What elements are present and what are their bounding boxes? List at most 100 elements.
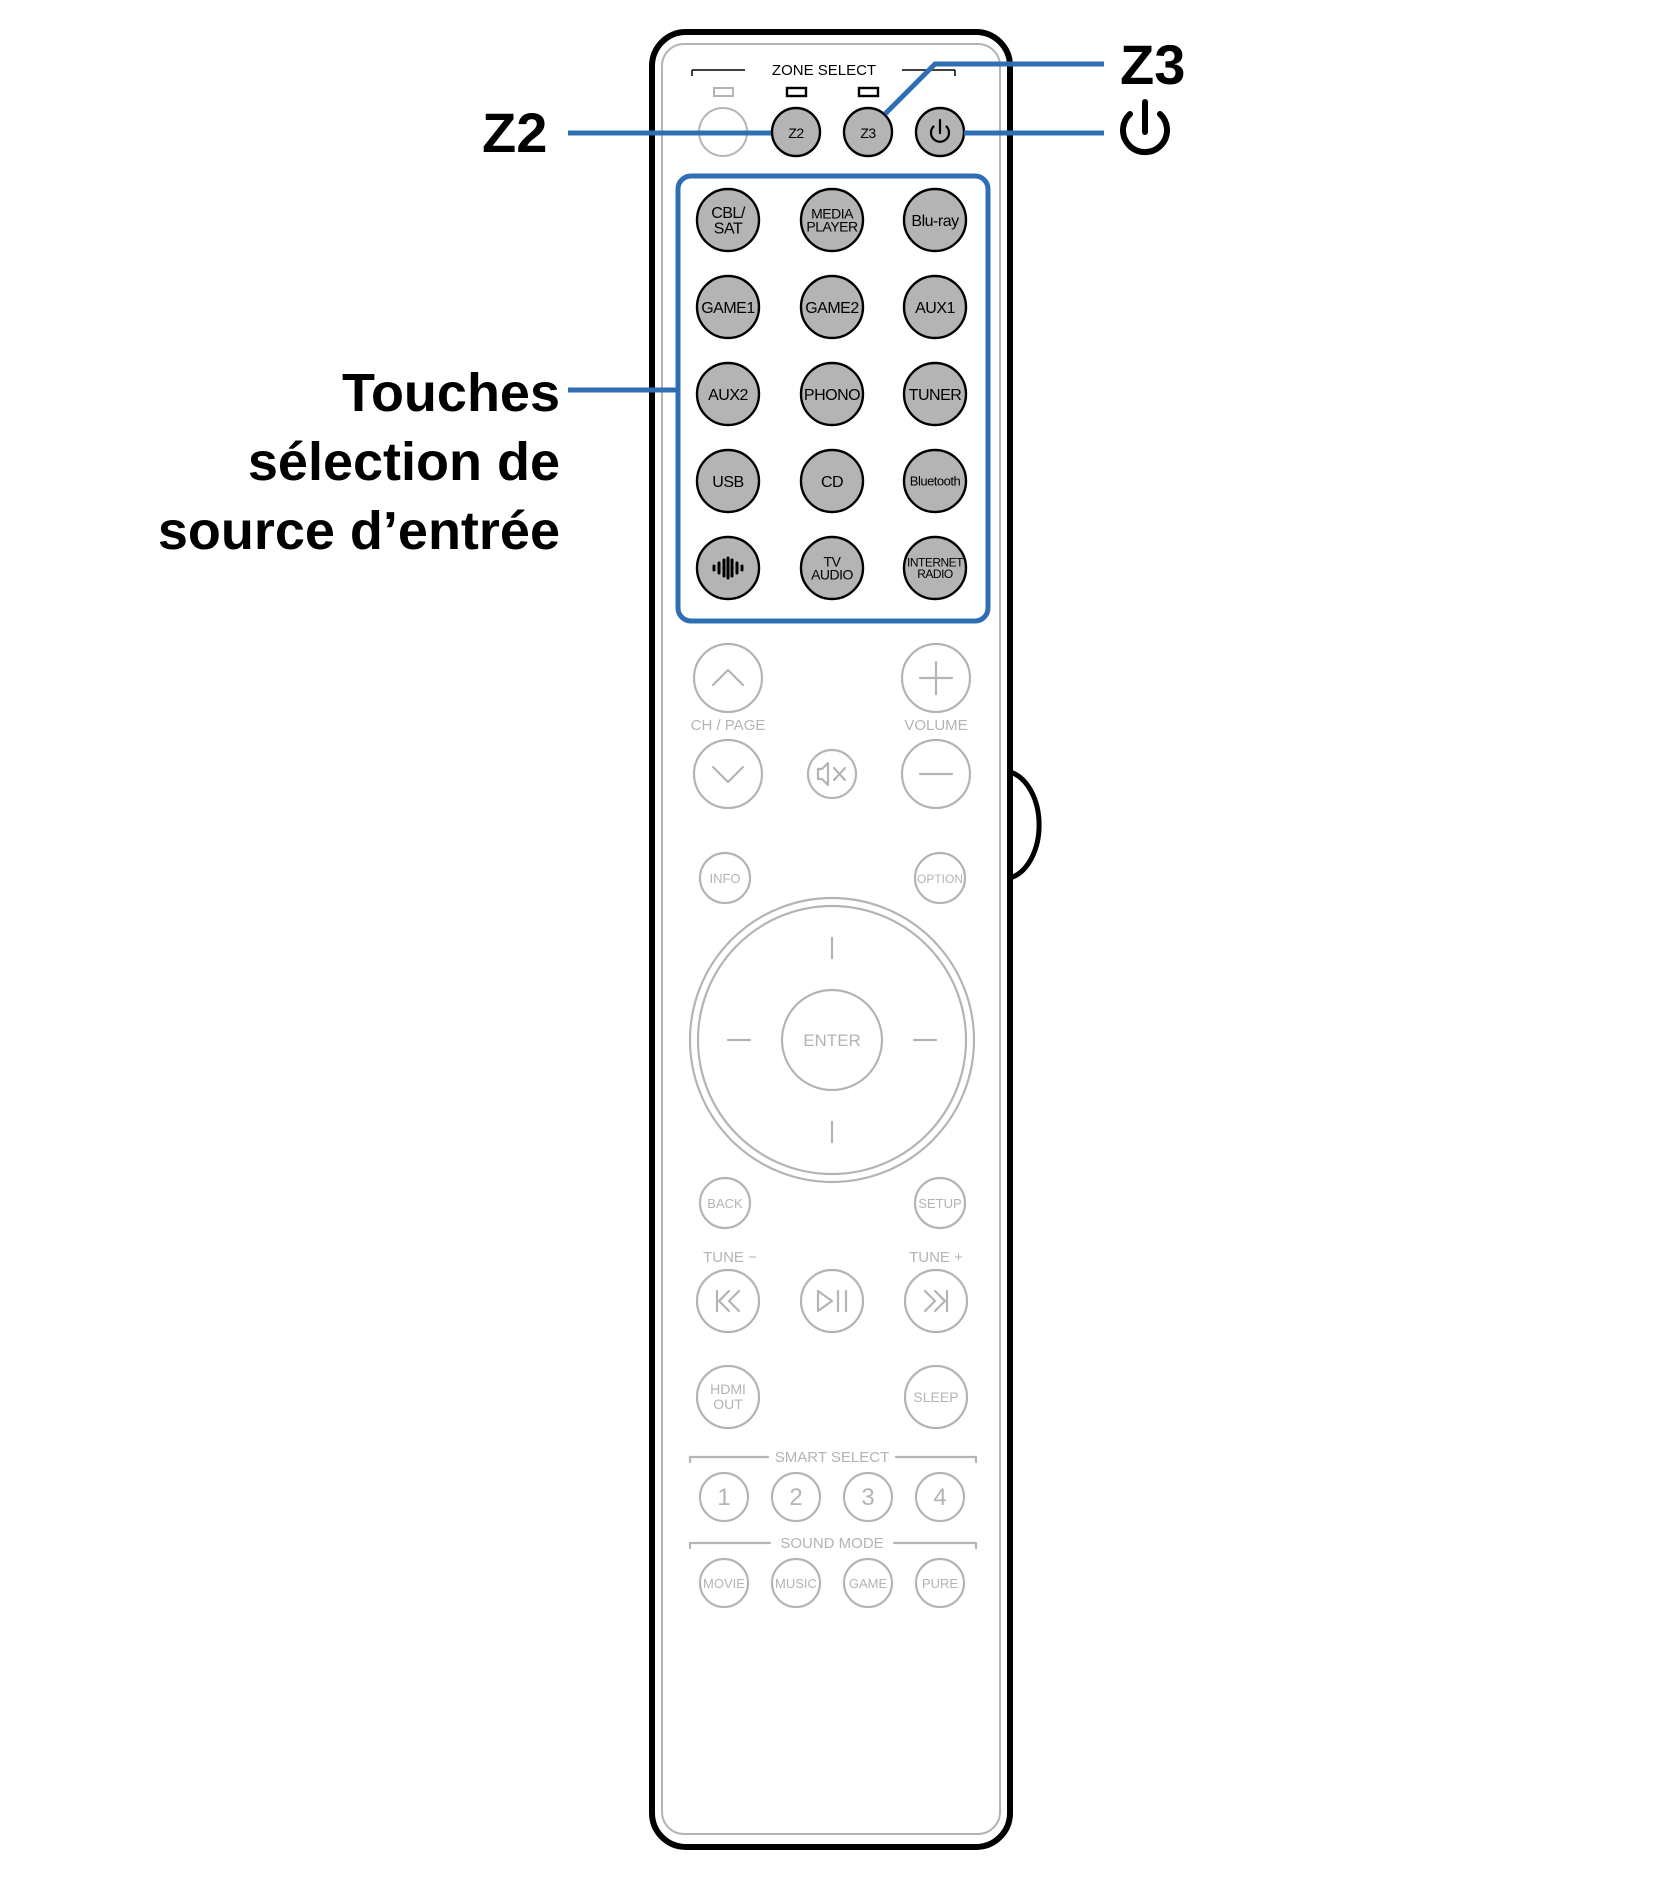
setup-label: SETUP <box>918 1196 961 1211</box>
smart-select-button-3[interactable]: 3 <box>842 1471 894 1523</box>
back-label: BACK <box>707 1196 743 1211</box>
smart-select-number: 3 <box>861 1484 874 1511</box>
smart-select-row: 1 2 3 4 <box>698 1471 966 1523</box>
next-button[interactable] <box>903 1268 969 1334</box>
smart-select-rule-left <box>688 1455 770 1464</box>
heos-icon <box>712 556 744 580</box>
callout-z2-label: Z2 <box>482 101 547 164</box>
volume-label: VOLUME <box>904 717 967 734</box>
source-button-label: INTERNET <box>907 556 964 570</box>
source-button-label: GAME2 <box>805 300 859 317</box>
source-button-label: TV <box>824 553 842 569</box>
volume-up-button[interactable] <box>900 642 972 714</box>
option-button[interactable]: OPTION <box>913 851 967 905</box>
source-button-label: CD <box>821 474 843 491</box>
info-button[interactable]: INFO <box>698 851 752 905</box>
sound-mode-label-text: PURE <box>922 1576 958 1591</box>
sound-mode-rule-right <box>892 1541 978 1550</box>
source-button-bluetooth[interactable]: Bluetooth <box>902 448 968 514</box>
source-button-blu-ray[interactable]: Blu-ray <box>902 187 968 253</box>
zone-main-indicator <box>713 87 734 97</box>
z2-button-label: Z2 <box>788 125 804 141</box>
z3-button-label: Z3 <box>860 125 876 141</box>
callout-power-icon <box>1120 99 1170 156</box>
directional-pad <box>688 896 976 1184</box>
source-button-label: Bluetooth <box>910 474 961 489</box>
mute-button[interactable] <box>806 748 858 800</box>
source-button-usb[interactable]: USB <box>695 448 761 514</box>
source-button-aux1[interactable]: AUX1 <box>902 274 968 340</box>
source-button-label: PLAYER <box>806 219 858 235</box>
callout-z3-label: Z3 <box>1120 33 1185 96</box>
play-pause-button[interactable] <box>799 1268 865 1334</box>
callout-source-line1: Touches <box>342 363 560 423</box>
source-button-heos-icon[interactable] <box>695 535 761 601</box>
callout-source-line2: sélection de <box>248 432 560 492</box>
source-button-label: USB <box>712 474 743 491</box>
source-button-tuner[interactable]: TUNER <box>902 361 968 427</box>
z3-button[interactable]: Z3 <box>842 106 894 158</box>
info-label: INFO <box>709 871 740 886</box>
source-button-label: AUX2 <box>708 387 748 404</box>
setup-button[interactable]: SETUP <box>913 1176 967 1230</box>
callout-z3-line <box>883 61 1104 116</box>
source-button-label: MEDIA <box>811 205 854 221</box>
source-button-phono[interactable]: PHONO <box>799 361 865 427</box>
sound-mode-pure-button[interactable]: PURE <box>914 1557 966 1609</box>
sound-mode-music-button[interactable]: MUSIC <box>770 1557 822 1609</box>
source-button-label: AUX1 <box>915 300 955 317</box>
source-button-label: CBL/ <box>711 205 746 222</box>
source-button-label: Blu-ray <box>911 213 959 230</box>
source-button-cd[interactable]: CD <box>799 448 865 514</box>
source-button-cbl-sat[interactable]: CBL/SAT <box>695 187 761 253</box>
sleep-label: SLEEP <box>913 1389 958 1405</box>
power-icon <box>929 118 951 143</box>
smart-select-number: 2 <box>789 1484 802 1511</box>
ch-page-down-button[interactable] <box>692 738 764 810</box>
source-button-label: PHONO <box>804 387 860 404</box>
sound-mode-movie-button[interactable]: MOVIE <box>698 1557 750 1609</box>
source-button-label: AUDIO <box>811 567 853 583</box>
enter-button[interactable]: ENTER <box>780 988 884 1092</box>
sleep-button[interactable]: SLEEP <box>903 1364 969 1430</box>
sound-mode-game-button[interactable]: GAME <box>842 1557 894 1609</box>
source-button-aux2[interactable]: AUX2 <box>695 361 761 427</box>
sound-mode-label: SOUND MODE <box>780 1535 883 1552</box>
ch-page-up-button[interactable] <box>692 642 764 714</box>
sound-mode-label-text: MUSIC <box>775 1576 817 1591</box>
smart-select-button-2[interactable]: 2 <box>770 1471 822 1523</box>
smart-select-number: 4 <box>933 1484 946 1511</box>
skip-back-icon <box>715 1289 741 1313</box>
source-button-label: SAT <box>714 220 743 237</box>
chevron-up-icon <box>711 668 745 687</box>
hdmi-out-line2: OUT <box>713 1396 743 1412</box>
hdmi-out-button[interactable]: HDMI OUT <box>695 1364 761 1430</box>
callout-source-line3: source d’entrée <box>158 501 560 561</box>
tune-minus-label: TUNE − <box>703 1249 757 1266</box>
zone3-indicator <box>857 86 880 98</box>
ch-page-label: CH / PAGE <box>691 717 766 734</box>
back-button[interactable]: BACK <box>698 1176 752 1230</box>
source-button-label: RADIO <box>917 567 953 581</box>
tune-plus-label: TUNE + <box>909 1249 963 1266</box>
source-button-label: GAME1 <box>701 300 755 317</box>
previous-button[interactable] <box>695 1268 761 1334</box>
source-button-game2[interactable]: GAME2 <box>799 274 865 340</box>
source-button-label: TUNER <box>909 387 962 404</box>
smart-select-button-1[interactable]: 1 <box>698 1471 750 1523</box>
source-button-game1[interactable]: GAME1 <box>695 274 761 340</box>
mute-icon <box>816 761 830 787</box>
smart-select-button-4[interactable]: 4 <box>914 1471 966 1523</box>
remote-side-bump <box>1009 769 1042 881</box>
power-button[interactable] <box>914 106 966 158</box>
volume-down-button[interactable] <box>900 738 972 810</box>
z2-button[interactable]: Z2 <box>770 106 822 158</box>
skip-forward-icon <box>923 1289 949 1313</box>
sound-mode-label-text: MOVIE <box>703 1576 745 1591</box>
